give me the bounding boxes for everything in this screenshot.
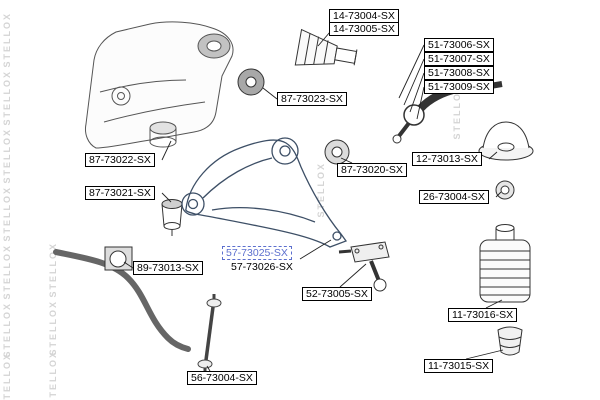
ball-joint-drawing: [338, 241, 390, 292]
stabilizer-link-drawing: [197, 294, 222, 374]
part-number-subframe-bushing-rear[interactable]: 87-73021-SX: [85, 186, 155, 200]
shock-boot-drawing: [479, 224, 531, 303]
bushing-26-73004-drawing: [495, 180, 515, 200]
control-arm-drawing: [181, 137, 348, 248]
bushing-87-73021-drawing: [161, 199, 183, 236]
part-number-control-arm-alt[interactable]: 57-73026-SX: [231, 261, 293, 273]
part-number-stabilizer-link[interactable]: 56-73004-SX: [187, 371, 257, 385]
subframe-drawing: [85, 21, 234, 149]
bushing-87-73023-drawing: [237, 68, 265, 96]
part-number-control-arm-selected[interactable]: 57-73025-SX: [222, 246, 292, 260]
part-number-small-bushing[interactable]: 26-73004-SX: [419, 190, 489, 204]
stabilizer-bar-drawing: [53, 246, 191, 352]
part-number-arm-rear-bushing[interactable]: 87-73020-SX: [337, 163, 407, 177]
part-number-stabilizer-bushing[interactable]: 89-73013-SX: [133, 261, 203, 275]
part-number-tie-rod-b[interactable]: 51-73007-SX: [424, 52, 494, 66]
leader-lines: [123, 31, 504, 372]
part-number-subframe-bushing-front[interactable]: 87-73022-SX: [85, 153, 155, 167]
part-number-subframe-bushing-top[interactable]: 87-73023-SX: [277, 92, 347, 106]
part-number-bump-stop[interactable]: 11-73015-SX: [424, 359, 494, 373]
strut-bearing-drawing: [478, 121, 534, 161]
bump-stop-drawing: [497, 326, 523, 356]
part-number-ball-joint[interactable]: 52-73005-SX: [302, 287, 372, 301]
part-number-tie-rod-d[interactable]: 51-73009-SX: [424, 80, 494, 94]
label-cv-boot: 14-73004-SX 14-73005-SX: [329, 9, 399, 36]
part-number-tie-rod-c[interactable]: 51-73008-SX: [424, 66, 494, 80]
part-number-cv-boot-a[interactable]: 14-73004-SX: [330, 10, 398, 23]
part-number-shock-boot[interactable]: 11-73016-SX: [448, 308, 518, 322]
part-number-tie-rod-a[interactable]: 51-73006-SX: [424, 38, 494, 52]
cv-boot-drawing: [294, 28, 358, 66]
part-number-cv-boot-b[interactable]: 14-73005-SX: [333, 23, 395, 35]
part-number-strut-bearing[interactable]: 12-73013-SX: [412, 152, 482, 166]
